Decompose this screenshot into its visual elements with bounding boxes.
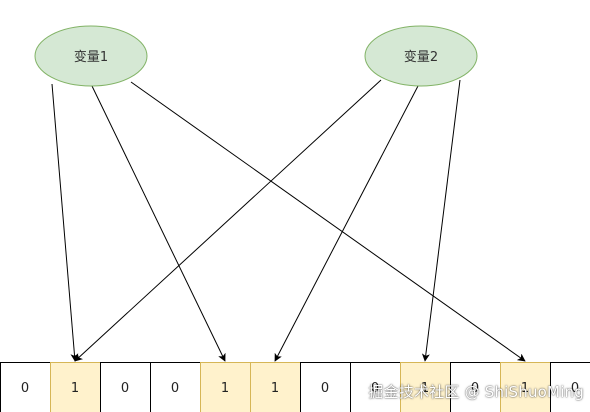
edge-arrow-1 [91,85,226,362]
edge-arrow-2 [130,81,526,362]
bit-cell-value-7: 0 [371,381,379,396]
bit-cell-value-0: 0 [21,381,29,396]
bit-array: 0 1 0 0 1 1 0 0 1 0 1 0 [0,362,590,412]
edges-group [51,79,526,362]
bit-cell-10 [500,362,551,412]
variable-node-1-label: 变量1 [74,49,108,65]
bit-cell-value-5: 1 [271,381,279,396]
bit-cell-value-4: 1 [221,381,229,396]
bit-cell-8 [400,362,451,412]
bit-cell-value-6: 0 [321,381,329,396]
variable-node-2-shape [364,25,478,87]
variable-node-2: 变量2 [364,25,478,87]
bit-cell-value-11: 0 [571,381,579,396]
bit-cell-0 [0,362,51,412]
variable-node-1: 变量1 [34,25,148,87]
bit-cell-4 [200,362,251,412]
bit-cell-value-1: 1 [71,381,79,396]
edge-arrow-5 [421,79,461,362]
bit-cell-7 [350,362,401,412]
bit-cell-value-2: 0 [121,381,129,396]
bit-cell-6 [300,362,351,412]
variable-node-1-shape [34,25,148,87]
bit-cell-value-8: 1 [421,381,429,396]
bit-cell-11 [550,362,590,412]
bit-cell-value-10: 1 [521,381,529,396]
bit-cell-value-3: 0 [171,381,179,396]
bit-cell-3 [150,362,201,412]
variable-node-2-label: 变量2 [404,49,438,65]
bit-cell-value-9: 0 [471,381,479,396]
bit-cell-5 [250,362,301,412]
bit-cell-9 [450,362,501,412]
edge-arrow-0 [51,83,79,362]
edge-arrow-4 [274,85,419,362]
edge-arrow-3 [74,79,382,362]
watermark-text: 掘金技术社区 @ ShiShuoMing [368,383,584,401]
